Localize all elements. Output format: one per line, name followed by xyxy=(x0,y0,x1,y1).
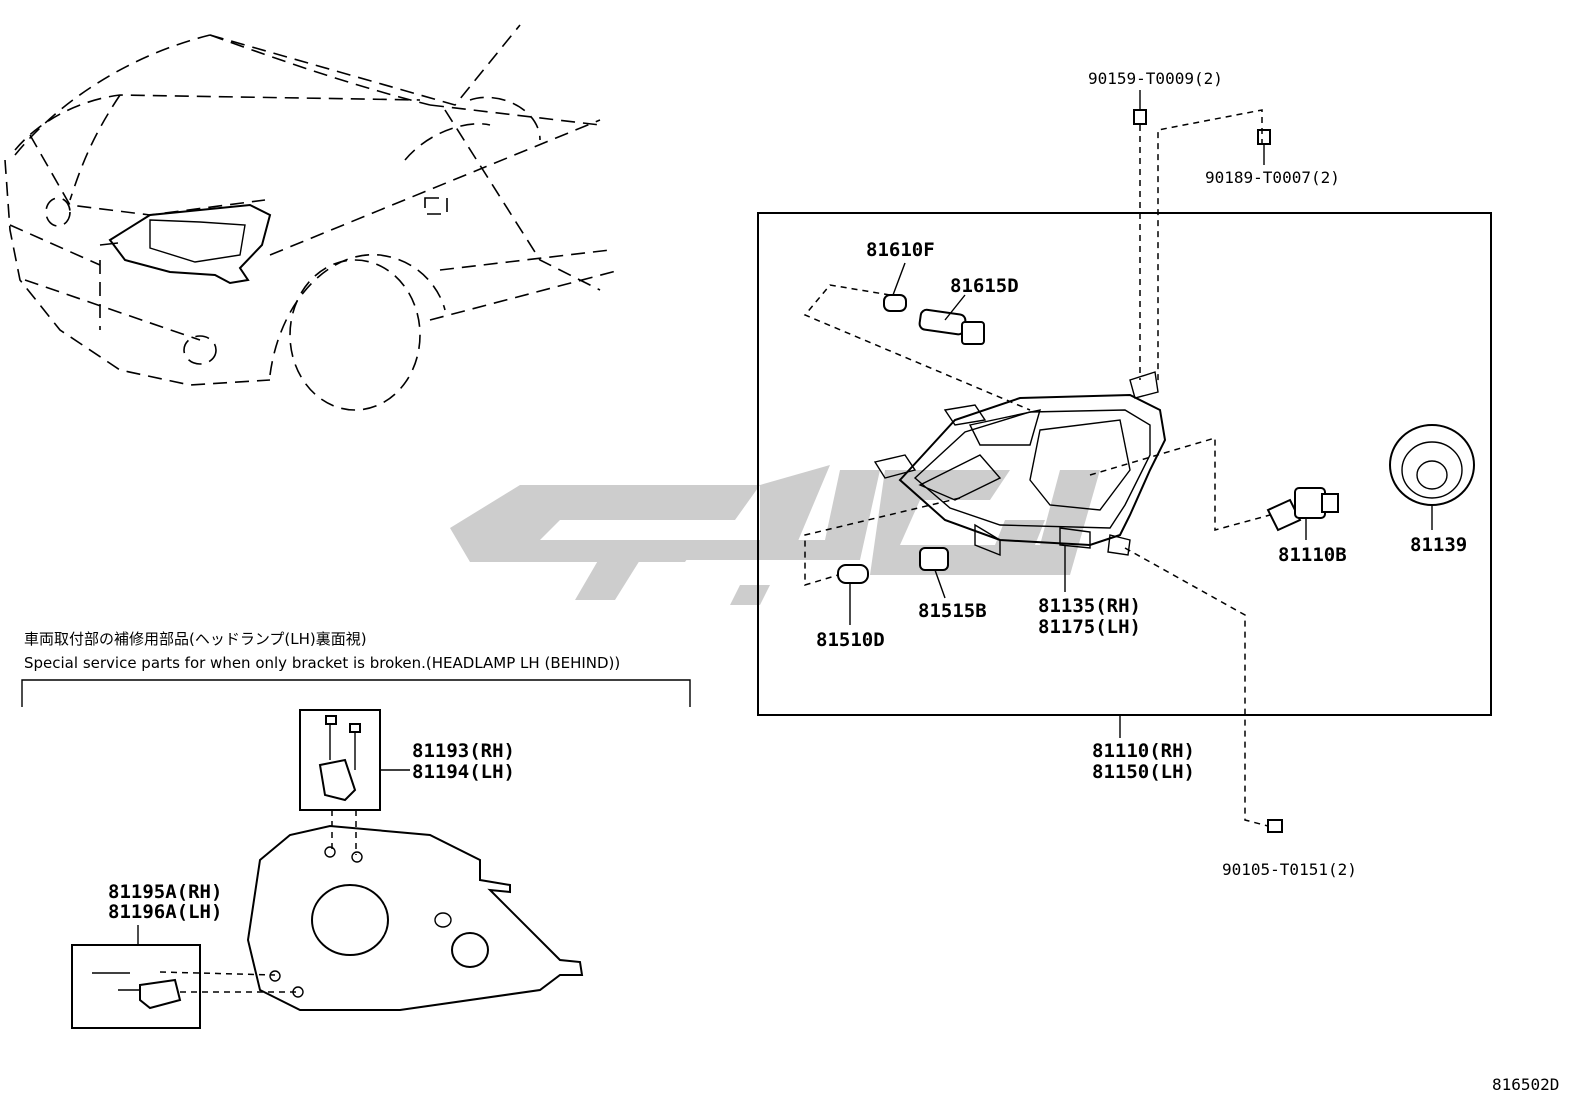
label-81175-lh: 81175(LH) xyxy=(1038,616,1141,638)
label-81110-rh: 81110(RH) xyxy=(1092,740,1195,762)
cap-81139 xyxy=(1389,424,1475,506)
label-81194-lh: 81194(LH) xyxy=(412,761,515,783)
label-81135-rh: 81135(RH) xyxy=(1038,595,1141,617)
label-81196A-lh: 81196A(LH) xyxy=(108,901,222,923)
label-81610F: 81610F xyxy=(866,239,935,261)
note-english: Special service parts for when only brac… xyxy=(24,654,620,672)
screw-90189 xyxy=(1257,129,1271,145)
service-parts-section xyxy=(21,679,691,1029)
screw-90105 xyxy=(1267,819,1283,833)
label-90189: 90189-T0007(2) xyxy=(1205,168,1340,187)
label-90105: 90105-T0151(2) xyxy=(1222,860,1357,879)
leader-lines xyxy=(803,90,1433,827)
assembly-group-box xyxy=(757,212,1492,716)
bulb-81615D xyxy=(918,308,985,345)
screw-90159 xyxy=(1133,109,1147,125)
label-81193-rh: 81193(RH) xyxy=(412,740,515,762)
bulb-81110B xyxy=(1266,487,1339,532)
diagram-code: 816502D xyxy=(1492,1075,1559,1094)
label-81139: 81139 xyxy=(1410,534,1467,556)
label-81110B: 81110B xyxy=(1278,544,1347,566)
watermark-logo xyxy=(450,465,1100,605)
note-japanese: 車両取付部の補修用部品(ヘッドランプ(LH)裏面視) xyxy=(24,630,367,648)
headlamp-assembly xyxy=(873,371,1167,557)
bulb-81610F xyxy=(883,294,907,312)
label-81615D: 81615D xyxy=(950,275,1019,297)
bulb-81515B xyxy=(919,547,949,571)
label-81195A-rh: 81195A(RH) xyxy=(108,881,222,903)
label-90159: 90159-T0009(2) xyxy=(1088,69,1223,88)
car-overview-illustration xyxy=(4,24,621,411)
label-81510D: 81510D xyxy=(816,629,885,651)
bulb-81510D xyxy=(837,564,869,584)
label-81515B: 81515B xyxy=(918,600,987,622)
label-81150-lh: 81150(LH) xyxy=(1092,761,1195,783)
